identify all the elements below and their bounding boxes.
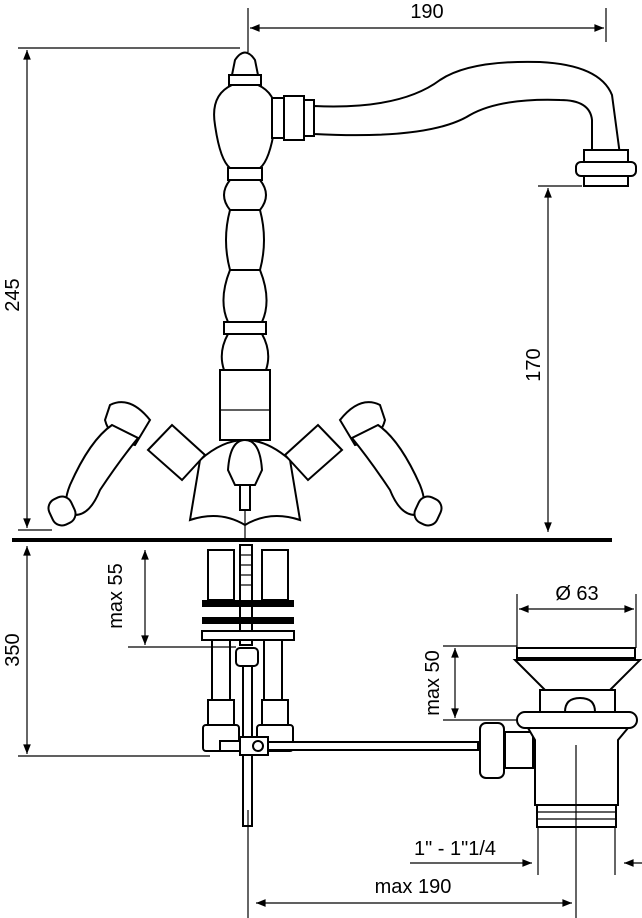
pop-up-waste <box>512 647 642 918</box>
popup-rod <box>219 722 534 779</box>
spout <box>271 60 637 187</box>
left-handle <box>47 401 207 527</box>
faucet-body <box>188 51 302 540</box>
dim-spout-reach: 190 <box>410 1 443 23</box>
right-handle <box>283 401 443 527</box>
dim-total-height: 245 <box>2 278 24 311</box>
dim-waste-diameter: Ø 63 <box>555 583 598 605</box>
dim-spout-height: 170 <box>523 348 545 381</box>
dim-max-rod: max 190 <box>375 876 452 898</box>
dim-below-deck: 350 <box>2 633 24 666</box>
dim-max-deck: max 55 <box>105 563 127 629</box>
dim-waste-thread: 1" - 1"1/4 <box>414 838 496 860</box>
dim-max-basin: max 50 <box>422 650 444 716</box>
dimension-lines <box>18 8 642 918</box>
supply-hoses <box>201 544 295 827</box>
